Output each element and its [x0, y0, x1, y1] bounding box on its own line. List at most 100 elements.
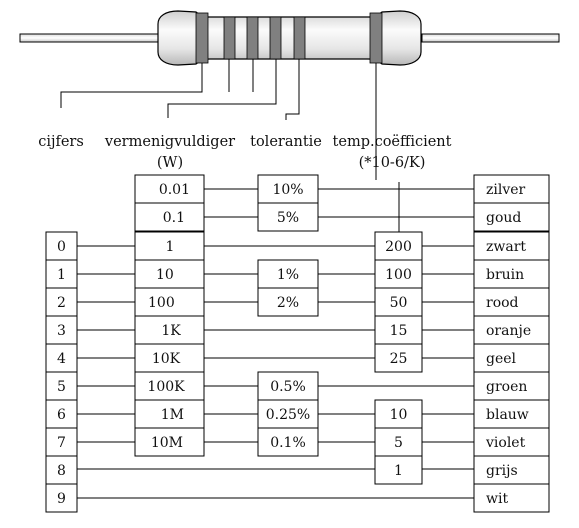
multiplier-cell-9-text: 10M [151, 435, 183, 451]
tolerance-cell-2: 1% [257, 259, 319, 289]
tempco-cell-2: 50 [374, 287, 423, 317]
tolerance-cell-4-text: 0.5% [270, 379, 306, 395]
multiplier-cell-6-box [134, 343, 205, 373]
colors-column: zilvergoudzwartbruinroodoranjegeelgroenb… [473, 174, 550, 513]
color-cell-goud: goud [473, 202, 550, 232]
digit-cell-9-box [45, 483, 78, 513]
color-cell-violet-box [473, 427, 550, 457]
tempco-cell-0: 200 [374, 231, 423, 261]
color-cell-zilver-box [473, 174, 550, 204]
tolerance-cell-5-box [257, 399, 319, 429]
color-cell-zwart-box [473, 231, 550, 261]
multiplier-cell-5-text: 1K [161, 323, 181, 339]
color-cell-grijs-text: grijs [486, 463, 518, 479]
digit-cell-6: 6 [45, 399, 78, 429]
multiplier-cell-0-box [134, 174, 205, 204]
band-leader-lines [60, 59, 377, 122]
color-cell-rood-box [473, 287, 550, 317]
digit-cell-5: 5 [45, 371, 78, 401]
multiplier-cell-2-text: 1 [166, 239, 175, 255]
tolerance-leader [285, 59, 300, 120]
color-cell-rood-text: rood [486, 295, 519, 311]
header-multiplier: vermenigvuldiger [104, 134, 235, 150]
color-cell-groen-box [473, 371, 550, 401]
digit-cell-9-text: 9 [57, 491, 66, 507]
multiplier-cell-6-text: 10K [152, 351, 181, 367]
color-cell-violet: violet [473, 427, 550, 457]
tempco-cell-3-text: 15 [390, 323, 408, 339]
header-tempco: temp.coëfficient [333, 134, 452, 150]
color-cell-blauw-text: blauw [486, 407, 529, 423]
color-cell-goud-box [473, 202, 550, 232]
multiplier-cell-3-text: 10 [156, 267, 174, 283]
tempco-cell-4: 25 [374, 343, 423, 373]
tolerance-cell-5: 0.25% [257, 399, 319, 429]
color-cell-geel: geel [473, 343, 550, 373]
digit-cell-5-text: 5 [57, 379, 66, 395]
tolerance-cell-1-text: 5% [277, 210, 299, 226]
tempco-cell-6-text: 5 [394, 435, 403, 451]
color-cell-oranje-text: oranje [486, 323, 531, 339]
tempco-cell-2-box [374, 287, 423, 317]
tolerance-cell-4-box [257, 371, 319, 401]
multiplier-cell-1: 0.1 [134, 202, 205, 232]
multiplier-cell-8-text: 1M [161, 407, 184, 423]
digit-cell-3: 3 [45, 315, 78, 345]
connector-lines [77, 122, 474, 499]
multiplier-cell-2-box [134, 231, 205, 261]
digit-band-2 [223, 16, 236, 60]
digit-cell-8: 8 [45, 455, 78, 485]
multiplier-cell-9-box [134, 427, 205, 457]
tolerance-cell-1: 5% [257, 202, 319, 232]
tolerance-cell-3-box [257, 287, 319, 317]
color-cell-blauw: blauw [473, 399, 550, 429]
multiplier-cell-8-box [134, 399, 205, 429]
multiplier-cell-7: 100K [134, 371, 205, 401]
tolerance-band [293, 16, 306, 60]
multiplier-cell-0: 0.01 [134, 174, 205, 204]
color-cell-violet-text: violet [485, 435, 526, 451]
multiplier-cell-1-text: 0.1 [163, 210, 185, 226]
digit-cell-3-text: 3 [57, 323, 66, 339]
column-headers: cijfers vermenigvuldiger (W) tolerantie … [38, 134, 451, 171]
tempco-cell-7-box [374, 455, 423, 485]
digit-cell-1-text: 1 [57, 267, 66, 283]
color-cell-wit-text: wit [486, 491, 508, 507]
tempco-cell-1-text: 100 [385, 267, 412, 283]
color-cell-bruin: bruin [473, 259, 550, 289]
digit-band-3 [246, 16, 259, 60]
resistor-illustration [19, 10, 560, 66]
multiplier-cell-2: 1 [134, 231, 205, 261]
tempco-cell-6: 5 [374, 427, 423, 457]
tolerance-cell-0-text: 10% [272, 182, 303, 198]
multiplier-band [269, 16, 282, 60]
left-lead-wire [19, 33, 159, 43]
multiplier-cell-4-box [134, 287, 205, 317]
color-cell-geel-text: geel [486, 351, 517, 367]
digit-cell-4-text: 4 [57, 351, 66, 367]
multiplier-cell-7-text: 100K [147, 379, 185, 395]
right-lead-wire [421, 33, 560, 43]
digit-cell-0-text: 0 [57, 239, 66, 255]
header-cijfers: cijfers [38, 134, 84, 150]
multiplier-cell-0-text: 0.01 [159, 182, 190, 198]
digit-cell-5-box [45, 371, 78, 401]
color-cell-zwart-text: zwart [486, 239, 526, 255]
digit-cell-2: 2 [45, 287, 78, 317]
color-cell-bruin-box [473, 259, 550, 289]
digit-cell-0: 0 [45, 231, 78, 261]
multiplier-cell-8: 1M [134, 399, 205, 429]
tempco-cell-3-box [374, 315, 423, 345]
tempco-cell-0-text: 200 [385, 239, 412, 255]
tempco-cell-2-text: 50 [390, 295, 408, 311]
color-cell-grijs-box [473, 455, 550, 485]
tolerance-cell-6-text: 0.1% [270, 435, 306, 451]
tolerance-column: 10%5%1%2%0.5%0.25%0.1% [257, 174, 319, 457]
multiplier-cell-3: 10 [134, 259, 205, 289]
color-cell-rood: rood [473, 287, 550, 317]
tolerance-cell-5-text: 0.25% [266, 407, 310, 423]
tempco-cell-1: 100 [374, 259, 423, 289]
